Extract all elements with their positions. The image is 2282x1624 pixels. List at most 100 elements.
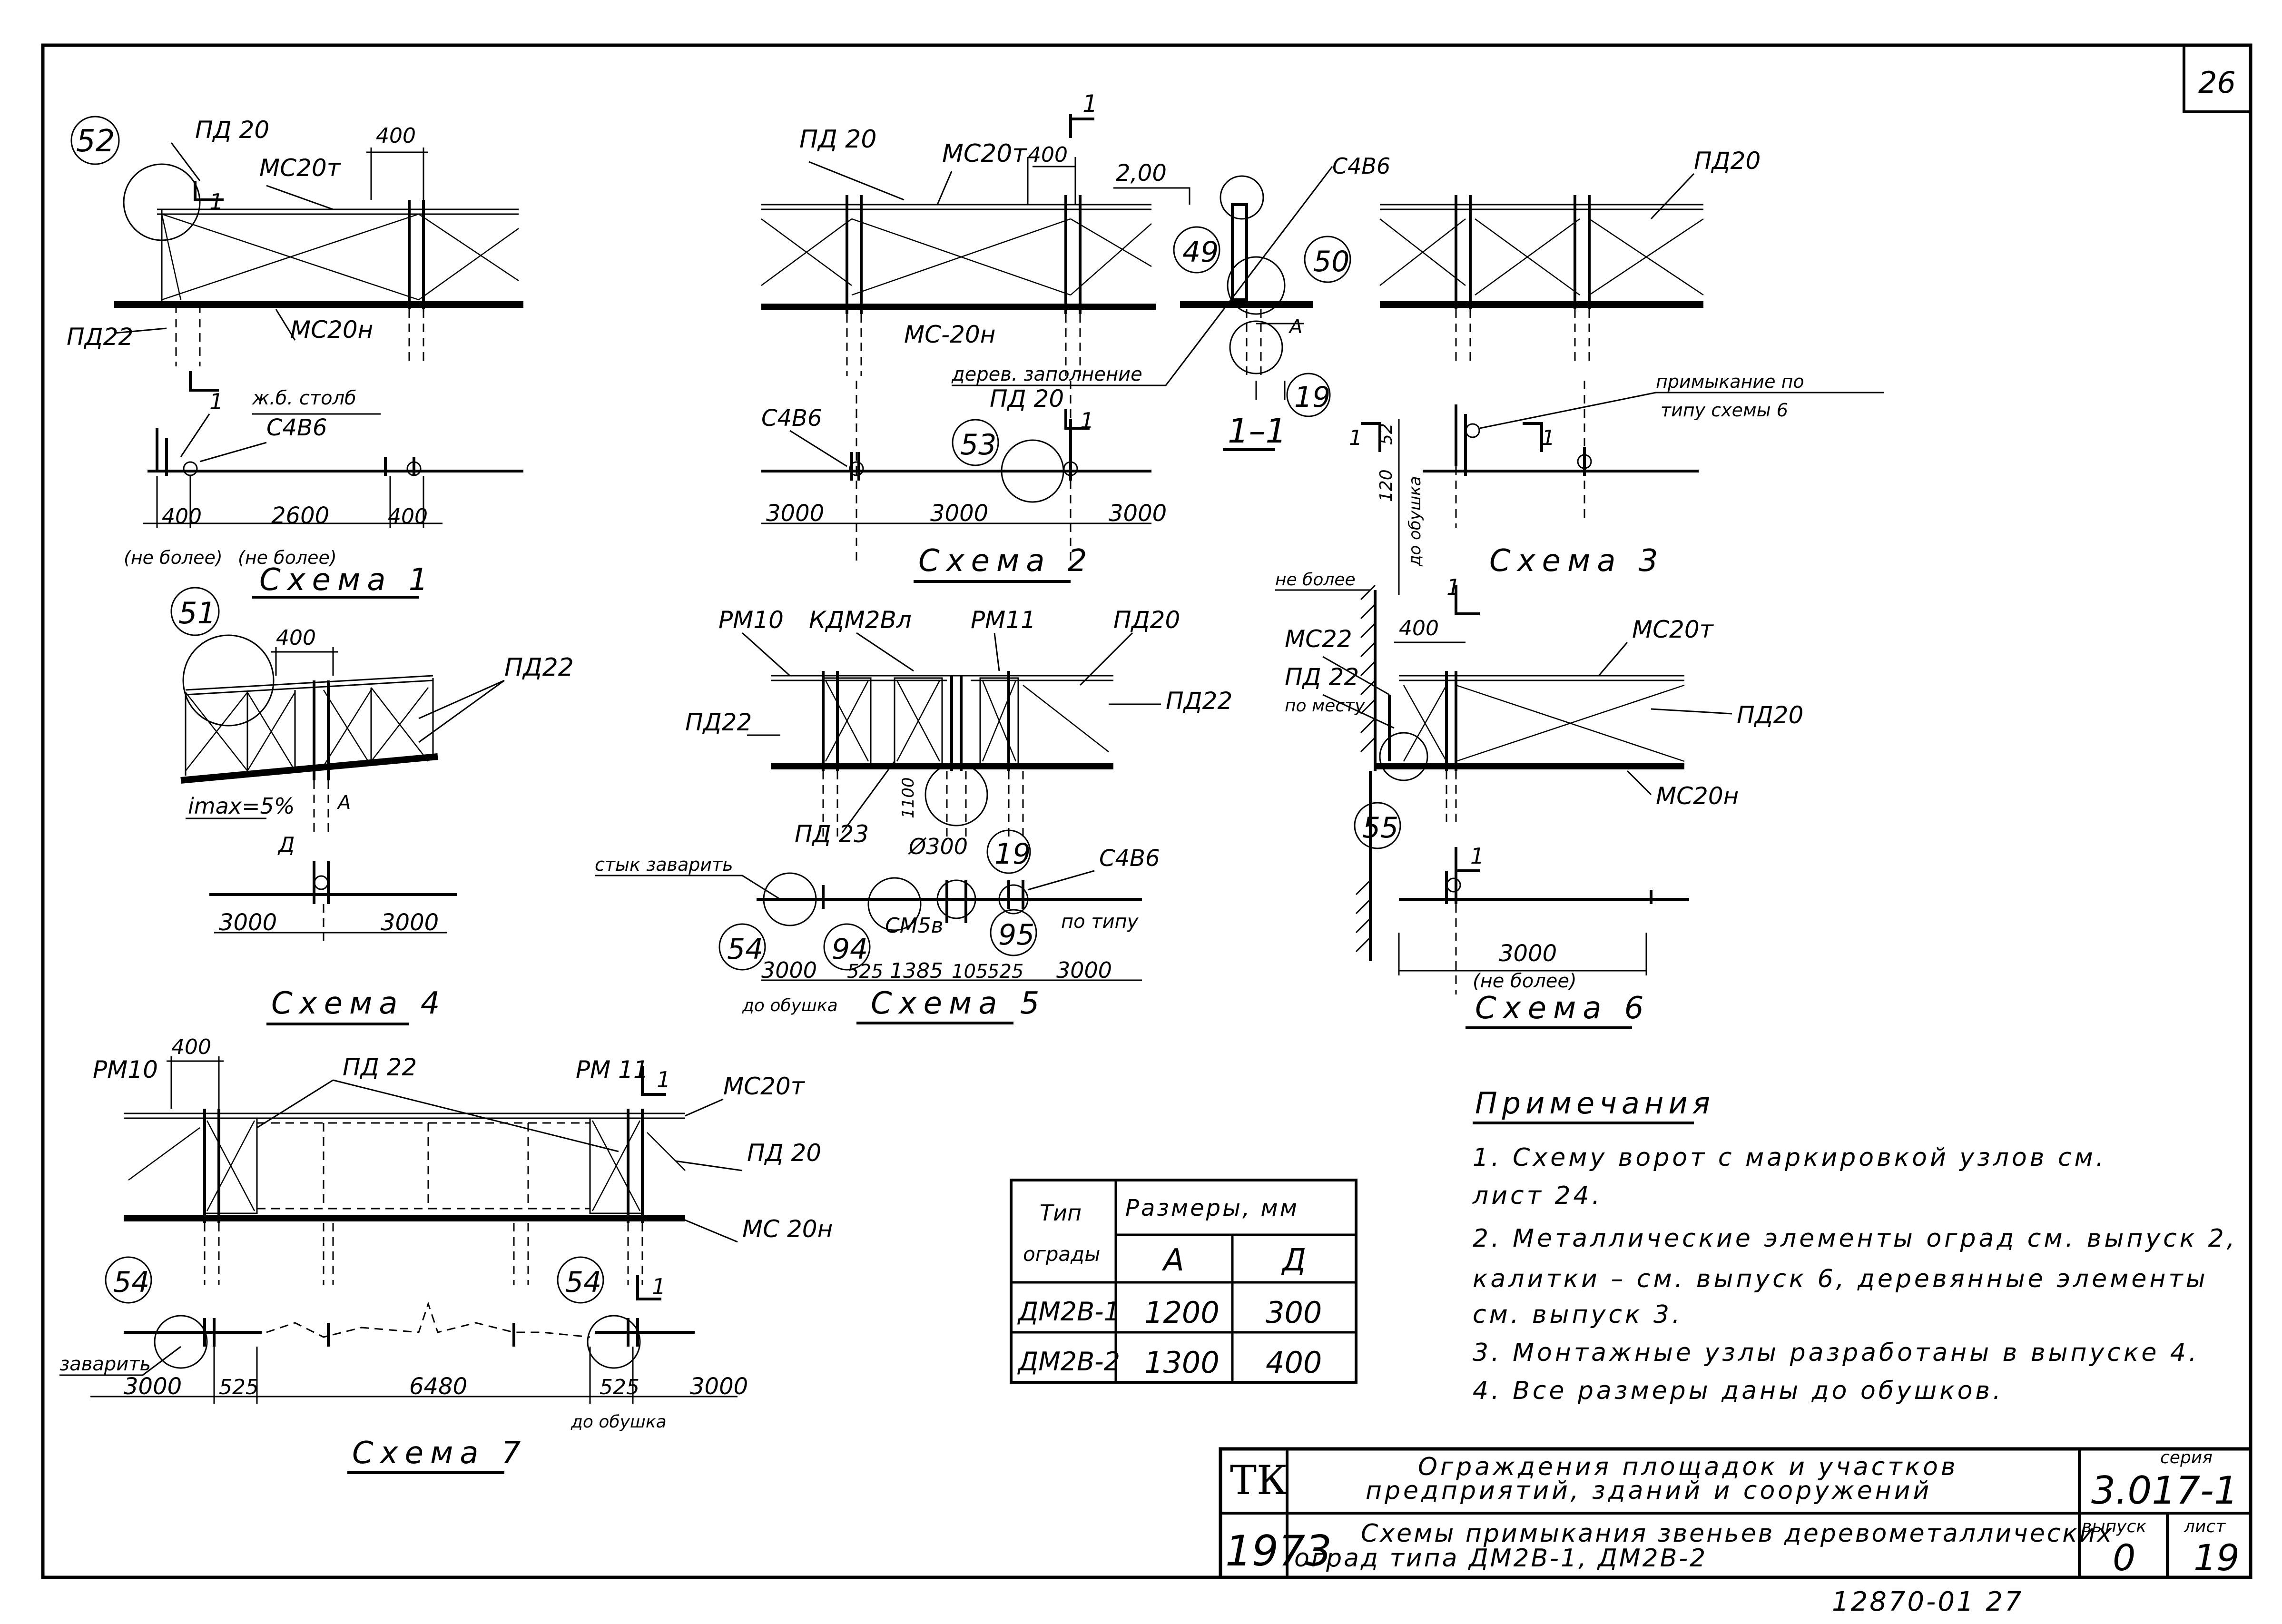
s7-dim-2: 525 bbox=[219, 1375, 259, 1399]
callout-49 bbox=[1173, 226, 1220, 274]
callout-95 bbox=[990, 909, 1037, 956]
scheme-6: не более 400 1 МС22 ПД 22 по месту МС20т… bbox=[1275, 570, 1803, 1029]
sheet-number: 26 bbox=[2198, 65, 2236, 100]
s1-pd20: ПД 20 bbox=[195, 116, 269, 144]
s2-ms20t: МС20т bbox=[942, 139, 1027, 168]
s6-pd20: ПД20 bbox=[1737, 701, 1803, 729]
s1-title: Схема 1 bbox=[259, 562, 435, 598]
scheme-1: 52 ПД 20 МС20т МС20н ПД22 400 1 ж.б. сто… bbox=[67, 116, 523, 599]
callout-54c-label: 54 bbox=[565, 1266, 601, 1299]
callout-19b bbox=[986, 829, 1031, 874]
callout-54b-label: 54 bbox=[113, 1266, 149, 1299]
s2-sec: 1 bbox=[1080, 408, 1094, 433]
callout-54c bbox=[557, 1256, 604, 1304]
callout-55-label: 55 bbox=[1362, 811, 1398, 845]
table-row2-type: ДМ2В-2 bbox=[1017, 1347, 1120, 1377]
s5-dim-5: 525 bbox=[987, 961, 1023, 983]
s6-d400: 400 bbox=[1399, 616, 1439, 640]
tb-sheet: 19 bbox=[2193, 1536, 2240, 1579]
s1-ms20t: МС20т bbox=[259, 154, 342, 182]
s3-d120: 120 bbox=[1377, 469, 1396, 502]
dimensions-table: Тип ограды Размеры, мм А Д ДМ2В-1 1200 3… bbox=[1010, 1179, 1357, 1384]
s2-dim-3: 3000 bbox=[1109, 500, 1167, 527]
s6-pd22: ПД 22 bbox=[1285, 663, 1359, 691]
notes-block: Примечания 1. Схему ворот с маркировкой … bbox=[1472, 1086, 2234, 1405]
archive-stamp: 12870-01 27 bbox=[1832, 1586, 2024, 1617]
callout-51 bbox=[170, 587, 220, 636]
s6-sec-b: 1 bbox=[1470, 843, 1484, 869]
s1-post: ж.б. столб bbox=[252, 387, 356, 409]
callout-54a bbox=[718, 923, 766, 971]
s7-sec-b: 1 bbox=[652, 1274, 666, 1299]
s3-sec-a: 1 bbox=[1349, 426, 1362, 450]
tb-series: 3.017-1 bbox=[2091, 1468, 2238, 1513]
callout-52 bbox=[123, 163, 201, 241]
s7-dim-3: 6480 bbox=[409, 1373, 467, 1400]
callout-50 bbox=[1304, 236, 1351, 283]
note-line-7: 4. Все размеры даны до обушков. bbox=[1473, 1377, 2004, 1405]
s7-d400: 400 bbox=[171, 1035, 211, 1059]
s2-fill: дерев. заполнение bbox=[951, 364, 1142, 385]
table-row1-a: 1200 bbox=[1144, 1295, 1220, 1330]
s3-abut2: типу схемы 6 bbox=[1661, 400, 1788, 421]
callout-55 bbox=[1354, 802, 1401, 849]
tb-series-label: серия bbox=[2160, 1448, 2213, 1467]
s1-c4v6: С4В6 bbox=[266, 414, 327, 441]
callout-49-label: 49 bbox=[1182, 236, 1219, 269]
callout-53-ring bbox=[1001, 439, 1064, 503]
s3-d52: 52 bbox=[1377, 423, 1396, 445]
callout-19b-label: 19 bbox=[994, 837, 1031, 871]
table-col-a: А bbox=[1161, 1243, 1184, 1278]
s2-elev: 2,00 bbox=[1116, 160, 1167, 187]
callout-19a bbox=[1286, 373, 1331, 417]
s7-dim-5: 3000 bbox=[690, 1373, 748, 1400]
s5-kdm: КДМ2Вл bbox=[809, 606, 912, 634]
svg-text:1: 1 bbox=[209, 389, 223, 414]
table-col-type: Тип bbox=[1040, 1200, 1082, 1226]
scheme-2: ПД 20 МС20т 400 МС-20н 2,00 дерев. запол… bbox=[761, 90, 1390, 583]
s3-pd20: ПД20 bbox=[1694, 147, 1761, 175]
s5-type: по типу bbox=[1061, 911, 1139, 933]
scheme-3: ПД20 примыкание по типу схемы 6 1 1 52 1… bbox=[1349, 147, 1884, 595]
s6-title: Схема 6 bbox=[1475, 991, 1651, 1026]
s5-title: Схема 5 bbox=[871, 986, 1046, 1021]
callout-52-label: 52 bbox=[76, 124, 115, 159]
sheet-border bbox=[41, 43, 2252, 1579]
s5-rm10: РМ10 bbox=[718, 606, 784, 634]
callout-19a-label: 19 bbox=[1294, 381, 1330, 414]
table-row2-d: 400 bbox=[1266, 1345, 1322, 1380]
tb-desc-2: оград типа ДМ2В-1, ДМ2В-2 bbox=[1294, 1544, 1707, 1573]
s2-cut: 1–1 bbox=[1228, 412, 1287, 451]
s5-pd23: ПД 23 bbox=[795, 820, 869, 848]
callout-53 bbox=[952, 419, 999, 466]
callout-94 bbox=[823, 923, 871, 971]
s7-pd22: ПД 22 bbox=[343, 1053, 417, 1081]
table-row1-type: ДМ2В-1 bbox=[1017, 1297, 1120, 1327]
s5-dim-6: 3000 bbox=[1056, 957, 1112, 983]
s6-ms20t: МС20т bbox=[1632, 616, 1714, 643]
s5-to-edge: до обушка bbox=[742, 996, 838, 1015]
scheme-4: 51 400 ПД22 imax=5% Д А 3000 3000 Схема … bbox=[170, 587, 574, 1025]
s5-weld: стык заварить bbox=[595, 854, 733, 875]
s6-by-place: по месту bbox=[1285, 696, 1365, 716]
s7-pd20: ПД 20 bbox=[747, 1139, 821, 1167]
s6-dim-1: 3000 bbox=[1499, 940, 1557, 967]
tb-issue-label: выпуск bbox=[2082, 1517, 2146, 1536]
s7-ms20n: МС 20н bbox=[742, 1215, 833, 1243]
s1-dim-2: 2600 bbox=[271, 502, 329, 529]
tb-year: 1973 bbox=[1225, 1526, 1332, 1575]
s2-ms20n: МС-20н bbox=[904, 321, 995, 348]
s4-title: Схема 4 bbox=[271, 986, 447, 1021]
s7-rm10: РМ10 bbox=[93, 1056, 158, 1083]
note-line-5: см. выпуск 3. bbox=[1473, 1300, 1683, 1329]
s6-sec-a: 1 bbox=[1446, 574, 1460, 600]
s4-pd22: ПД22 bbox=[504, 653, 574, 682]
s7-ms20t: МС20т bbox=[723, 1073, 806, 1100]
s5-pd22a: ПД22 bbox=[685, 709, 752, 736]
s2-pd20b: ПД 20 bbox=[990, 385, 1064, 413]
s6-note: (не более) bbox=[1473, 970, 1577, 992]
table-col-dims: Размеры, мм bbox=[1125, 1195, 1299, 1221]
s7-weld: заварить bbox=[59, 1353, 151, 1375]
s2-title: Схема 2 bbox=[918, 543, 1094, 579]
s1-note-1: (не более) bbox=[124, 547, 223, 568]
